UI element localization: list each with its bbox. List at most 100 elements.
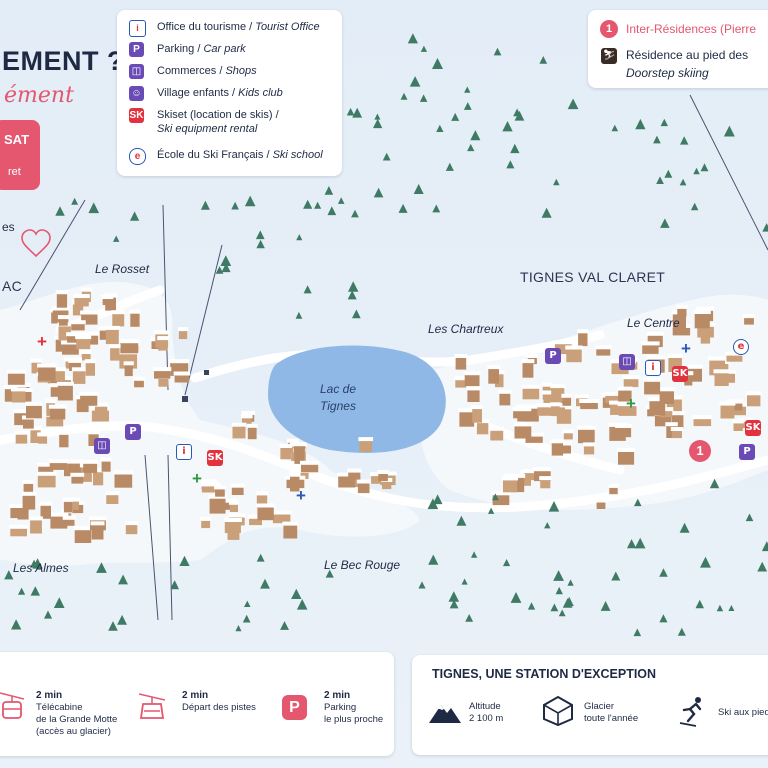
fact-altitude: Altitude 2 100 m [469, 701, 504, 724]
tree [337, 197, 345, 204]
kids-club-icon: ☺ [129, 86, 144, 101]
building [356, 479, 371, 494]
tree [553, 178, 560, 186]
building [347, 468, 362, 480]
tree [562, 598, 573, 608]
building [719, 401, 736, 419]
tree [325, 569, 334, 578]
tree [427, 498, 439, 510]
tree [432, 204, 441, 213]
building [177, 327, 189, 340]
tree [373, 187, 384, 198]
tree [346, 107, 355, 116]
access-chairlift-text: 2 min Départ des pistes [182, 690, 256, 713]
area-label-les-chartreux: Les Chartreux [428, 322, 504, 336]
fact-glacier: Glacier toute l'année [584, 701, 639, 724]
tree [506, 160, 515, 169]
tree [314, 201, 322, 209]
tree [432, 58, 443, 69]
tree [728, 605, 735, 611]
building [377, 470, 389, 482]
building [87, 430, 100, 446]
building [533, 467, 552, 482]
tree [541, 207, 552, 218]
building [489, 426, 505, 441]
tree [700, 556, 711, 568]
tree [256, 239, 265, 249]
building [230, 483, 245, 495]
building [48, 459, 69, 470]
building [248, 514, 263, 526]
building [746, 391, 762, 407]
residence-marker[interactable]: 1 [689, 440, 711, 462]
building [30, 358, 43, 374]
tree [679, 522, 690, 533]
tree [451, 112, 460, 121]
building [513, 422, 533, 439]
tree [488, 507, 495, 514]
building [608, 483, 619, 495]
building [471, 405, 483, 423]
area-label-le-bec-rouge: Le Bec Rouge [324, 558, 401, 572]
building [475, 419, 490, 435]
tree [303, 199, 313, 209]
tree [445, 162, 454, 171]
tree [634, 537, 646, 549]
building [279, 444, 293, 460]
tree [660, 118, 668, 127]
building [577, 329, 589, 347]
building [454, 376, 468, 388]
building [458, 408, 476, 427]
tree [700, 163, 709, 172]
building [550, 384, 566, 403]
chairlift-icon [139, 693, 165, 719]
tree [179, 555, 190, 566]
station-facts-panel: TIGNES, UNE STATION D'EXCEPTION Altitude… [412, 655, 768, 755]
tree [215, 266, 224, 274]
parking-icon: P [129, 42, 144, 57]
building [595, 498, 607, 509]
building [665, 422, 678, 438]
tree [761, 541, 768, 552]
building [39, 501, 52, 519]
pharmacy-cross-icon: + [37, 332, 47, 351]
tree [762, 223, 768, 232]
building [512, 407, 532, 419]
parking-icon: P [125, 424, 141, 440]
tree [373, 118, 383, 129]
building [231, 422, 247, 439]
building [562, 429, 574, 440]
building [553, 340, 573, 355]
tree [527, 602, 536, 610]
headline-subtitle: ément [4, 83, 74, 108]
tree [4, 570, 14, 580]
tree [44, 610, 53, 619]
tree [709, 478, 720, 489]
building [713, 369, 730, 386]
medical-cross-icon: + [296, 486, 306, 505]
trees [4, 33, 768, 637]
lift-lines [19, 94, 768, 621]
building [36, 471, 57, 488]
building [10, 387, 27, 403]
building [536, 403, 554, 416]
building [289, 472, 301, 492]
tree [352, 107, 363, 118]
tree [244, 195, 256, 207]
building [463, 371, 481, 387]
legend-item-ski-school: e École du Ski Français / Ski school [129, 148, 323, 165]
side-text: es [2, 220, 15, 234]
building [208, 494, 227, 514]
building [109, 344, 121, 361]
building [561, 393, 573, 406]
building [498, 389, 512, 406]
tree [428, 554, 439, 565]
tree [553, 570, 564, 581]
ski-school-icon: e [129, 148, 146, 165]
tree [18, 587, 26, 595]
building [220, 498, 237, 510]
building [550, 439, 565, 456]
tree [244, 600, 251, 607]
building [133, 376, 145, 388]
